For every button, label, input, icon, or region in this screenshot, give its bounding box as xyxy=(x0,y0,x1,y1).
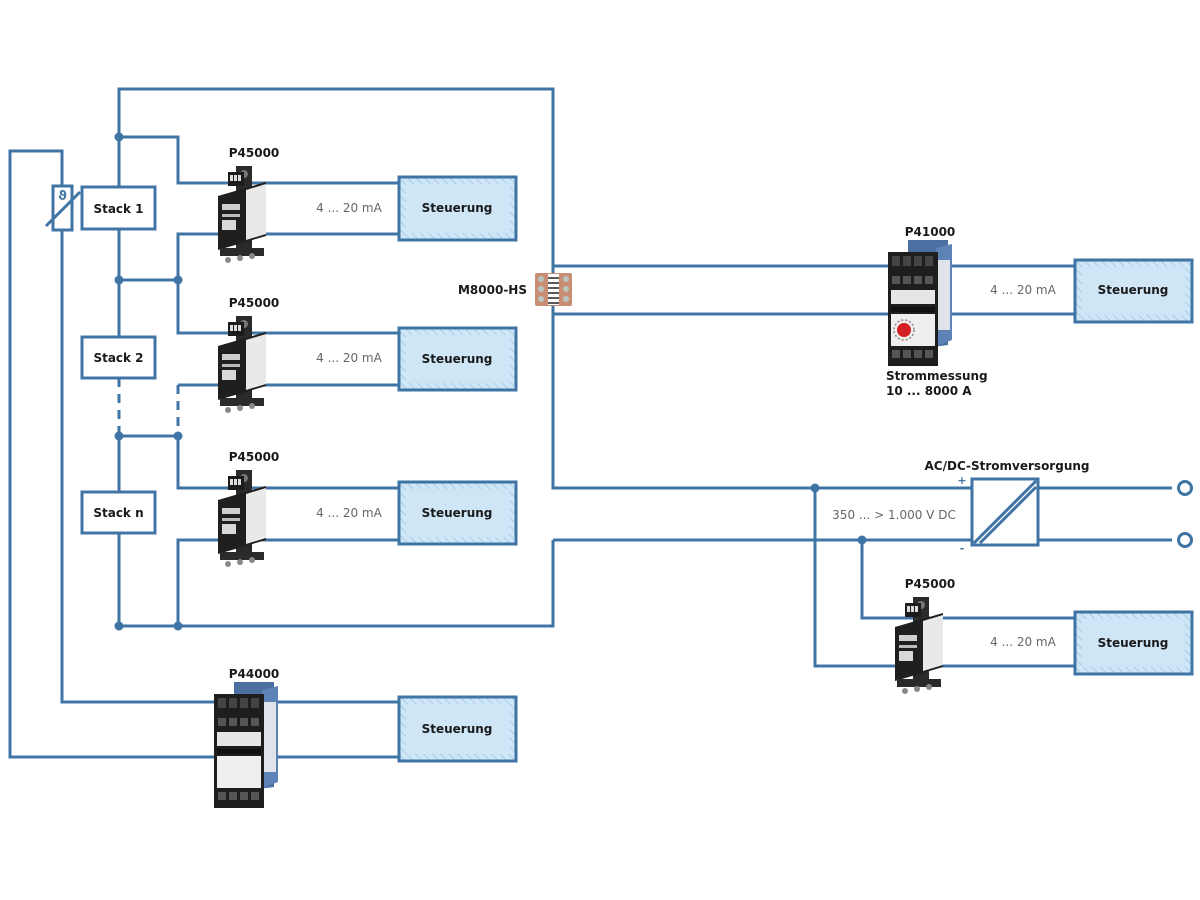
stack-n-label: Stack n xyxy=(93,506,143,520)
power-supply-voltage: 350 ... > 1.000 V DC xyxy=(832,508,956,522)
plus-sign: + xyxy=(957,474,966,487)
p45000-device-icon xyxy=(218,316,266,413)
wire-temp-inner xyxy=(60,230,400,704)
p41000-module: P41000 4 ... 20 mA Steuerung Strommessun… xyxy=(886,225,1194,398)
power-supply-title: AC/DC-Stromversorgung xyxy=(925,459,1090,473)
junctions xyxy=(114,132,867,631)
wire-p45-1-top xyxy=(119,135,400,185)
thermistor-icon: ϑ xyxy=(44,184,82,232)
wire-temp-outer xyxy=(8,149,400,759)
temperature-symbol: ϑ xyxy=(58,189,67,204)
controller-p41000-label: Steuerung xyxy=(1098,283,1169,297)
wire-p45-2-top xyxy=(176,280,400,335)
controller-3-label: Steuerung xyxy=(422,506,493,520)
p44000-module: P44000 Steuerung xyxy=(214,667,518,808)
junction-node xyxy=(173,431,183,441)
junction-node xyxy=(173,275,183,285)
shunt-m8000-hs: M8000-HS xyxy=(458,273,572,306)
p45000-3-title: P45000 xyxy=(229,450,280,464)
wire-p45-1-bottom xyxy=(119,232,400,282)
wire-p45-3-top xyxy=(119,434,400,490)
wire-p45-right-bottom xyxy=(813,488,1075,668)
p45000-2-title: P45000 xyxy=(229,296,280,310)
stack-2-label: Stack 2 xyxy=(93,351,143,365)
p45000-right-signal: 4 ... 20 mA xyxy=(990,635,1056,649)
stack-1: Stack 1 xyxy=(80,185,157,231)
p45000-device-icon xyxy=(218,166,266,263)
p45000-module-2: P45000 4 ... 20 mA Steuerung xyxy=(218,296,518,413)
junction-node xyxy=(857,535,867,545)
p45000-3-signal: 4 ... 20 mA xyxy=(316,506,382,520)
p41000-caption-2: 10 ... 8000 A xyxy=(886,384,972,398)
p45000-device-icon xyxy=(895,597,943,694)
wire-p45-right-top xyxy=(860,540,1075,620)
wire-p45-3-bottom xyxy=(176,538,400,626)
p45000-2-signal: 4 ... 20 mA xyxy=(316,351,382,365)
controller-2-label: Steuerung xyxy=(422,352,493,366)
p45000-right-title: P45000 xyxy=(905,577,956,591)
terminal-positive xyxy=(1177,480,1193,496)
terminal-negative xyxy=(1177,532,1193,548)
controller-right-label: Steuerung xyxy=(1098,636,1169,650)
p45000-module-right: P45000 4 ... 20 mA Steuerung xyxy=(895,577,1194,694)
junction-node xyxy=(114,621,124,631)
p45000-device-icon xyxy=(218,470,266,567)
stack-2: Stack 2 xyxy=(80,335,157,380)
junction-node xyxy=(173,621,183,631)
minus-sign: - xyxy=(960,542,965,555)
junction-node xyxy=(114,132,124,142)
p41000-caption-1: Strommessung xyxy=(886,369,988,383)
p44000-device-icon xyxy=(214,682,278,808)
p45000-1-title: P45000 xyxy=(229,146,280,160)
p41000-title: P41000 xyxy=(905,225,956,239)
controller-p44000-label: Steuerung xyxy=(422,722,493,736)
p41000-signal: 4 ... 20 mA xyxy=(990,283,1056,297)
controller-1-label: Steuerung xyxy=(422,201,493,215)
wires xyxy=(8,87,1172,759)
p44000-title: P44000 xyxy=(229,667,280,681)
p45000-module-1: P45000 4 ... 20 mA Steuerung xyxy=(218,146,518,263)
junction-node xyxy=(114,431,124,441)
stack-n: Stack n xyxy=(80,490,157,535)
wire-bottom-bus-left xyxy=(117,533,555,628)
p45000-1-signal: 4 ... 20 mA xyxy=(316,201,382,215)
p41000-device-icon xyxy=(888,240,952,366)
shunt-title: M8000-HS xyxy=(458,283,527,297)
junction-node xyxy=(810,483,820,493)
junction-node xyxy=(114,275,124,285)
stack-1-label: Stack 1 xyxy=(93,202,143,216)
p45000-module-3: P45000 4 ... 20 mA Steuerung xyxy=(218,450,518,567)
power-supply: AC/DC-Stromversorgung 350 ... > 1.000 V … xyxy=(832,459,1089,555)
wire-top-bus xyxy=(117,87,1172,490)
